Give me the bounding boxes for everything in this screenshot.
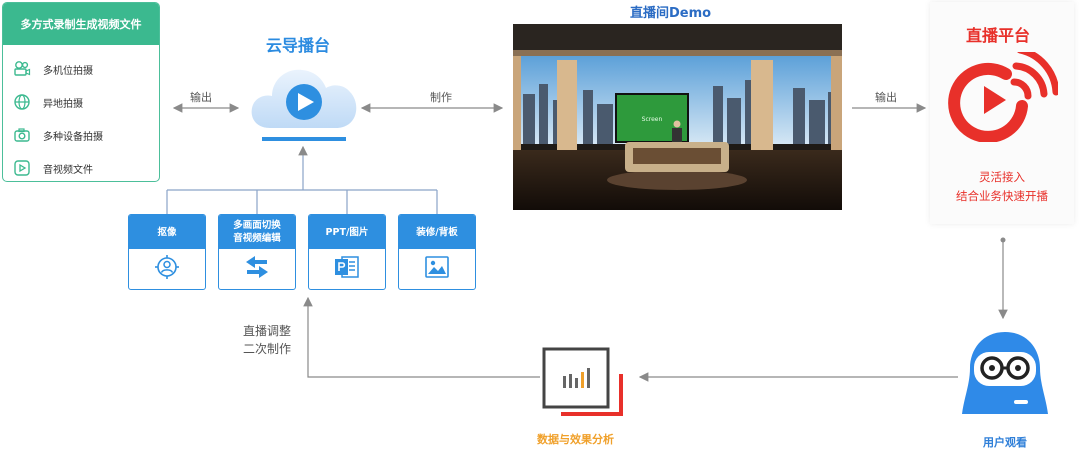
video-camera-icon [13,60,31,78]
tool-card-label: PPT/图片 [309,215,385,249]
powerpoint-icon [333,253,361,285]
media-file-icon [13,159,31,177]
arrow-analytics-to-tools [303,296,540,378]
label-adjust-line1: 直播调整 [243,324,292,338]
tool-card-label: 多画面切换 音视频编辑 [219,215,295,249]
source-item-label: 异地拍摄 [43,98,83,110]
source-item-label: 多种设备拍摄 [43,131,103,143]
source-item-multi-camera: 多机位拍摄 [13,60,93,78]
viewer-label: 用户观看 [983,436,1027,449]
studio-title: 直播间Demo [630,6,712,21]
tool-card-label: 装修/背板 [399,215,475,249]
label-output-right: 输出 [875,91,897,104]
source-item-label: 音视频文件 [43,164,93,176]
portrait-target-icon [154,254,180,284]
switch-arrows-icon [243,255,271,283]
analytics-label: 数据与效果分析 [537,433,614,446]
platform-title: 直播平台 [966,26,1031,45]
label-adjust-line2: 二次制作 [243,342,292,356]
bar-chart-icon [541,344,627,424]
image-icon [424,255,450,283]
connector-dot [1000,237,1006,243]
photo-camera-icon [13,126,31,144]
tool-card-keying[interactable]: 抠像 [128,214,206,290]
tool-card-switching[interactable]: 多画面切换 音视频编辑 [218,214,296,290]
label-produce: 制作 [430,91,452,104]
source-item-media-files: 音视频文件 [13,159,93,177]
globe-icon [13,93,31,111]
source-panel-title: 多方式录制生成视频文件 [3,3,159,45]
cloud-title: 云导播台 [266,36,331,55]
source-item-label: 多机位拍摄 [43,65,93,77]
tool-card-decoration[interactable]: 装修/背板 [398,214,476,290]
label-output-left: 输出 [190,91,212,104]
studio-screen-text: Screen [642,116,663,123]
label-adjust: 直播调整 二次制作 [243,322,291,358]
source-item-devices: 多种设备拍摄 [13,126,103,144]
platform-desc-line2: 结合业务快速开播 [956,189,1048,203]
tool-card-ppt[interactable]: PPT/图片 [308,214,386,290]
source-item-remote: 异地拍摄 [13,93,83,111]
tool-card-label: 抠像 [129,215,205,249]
live-broadcast-icon [948,46,1060,146]
cloud-play-icon [248,58,360,138]
viewer-avatar-icon [960,328,1050,428]
platform-desc: 灵活接入 结合业务快速开播 [930,168,1074,206]
studio-image: Screen [513,24,842,210]
source-panel: 多方式录制生成视频文件 多机位拍摄 异地拍摄 多种设备拍摄 音视频文件 [2,2,160,182]
cloud-underline [262,137,346,141]
platform-desc-line1: 灵活接入 [979,170,1025,184]
